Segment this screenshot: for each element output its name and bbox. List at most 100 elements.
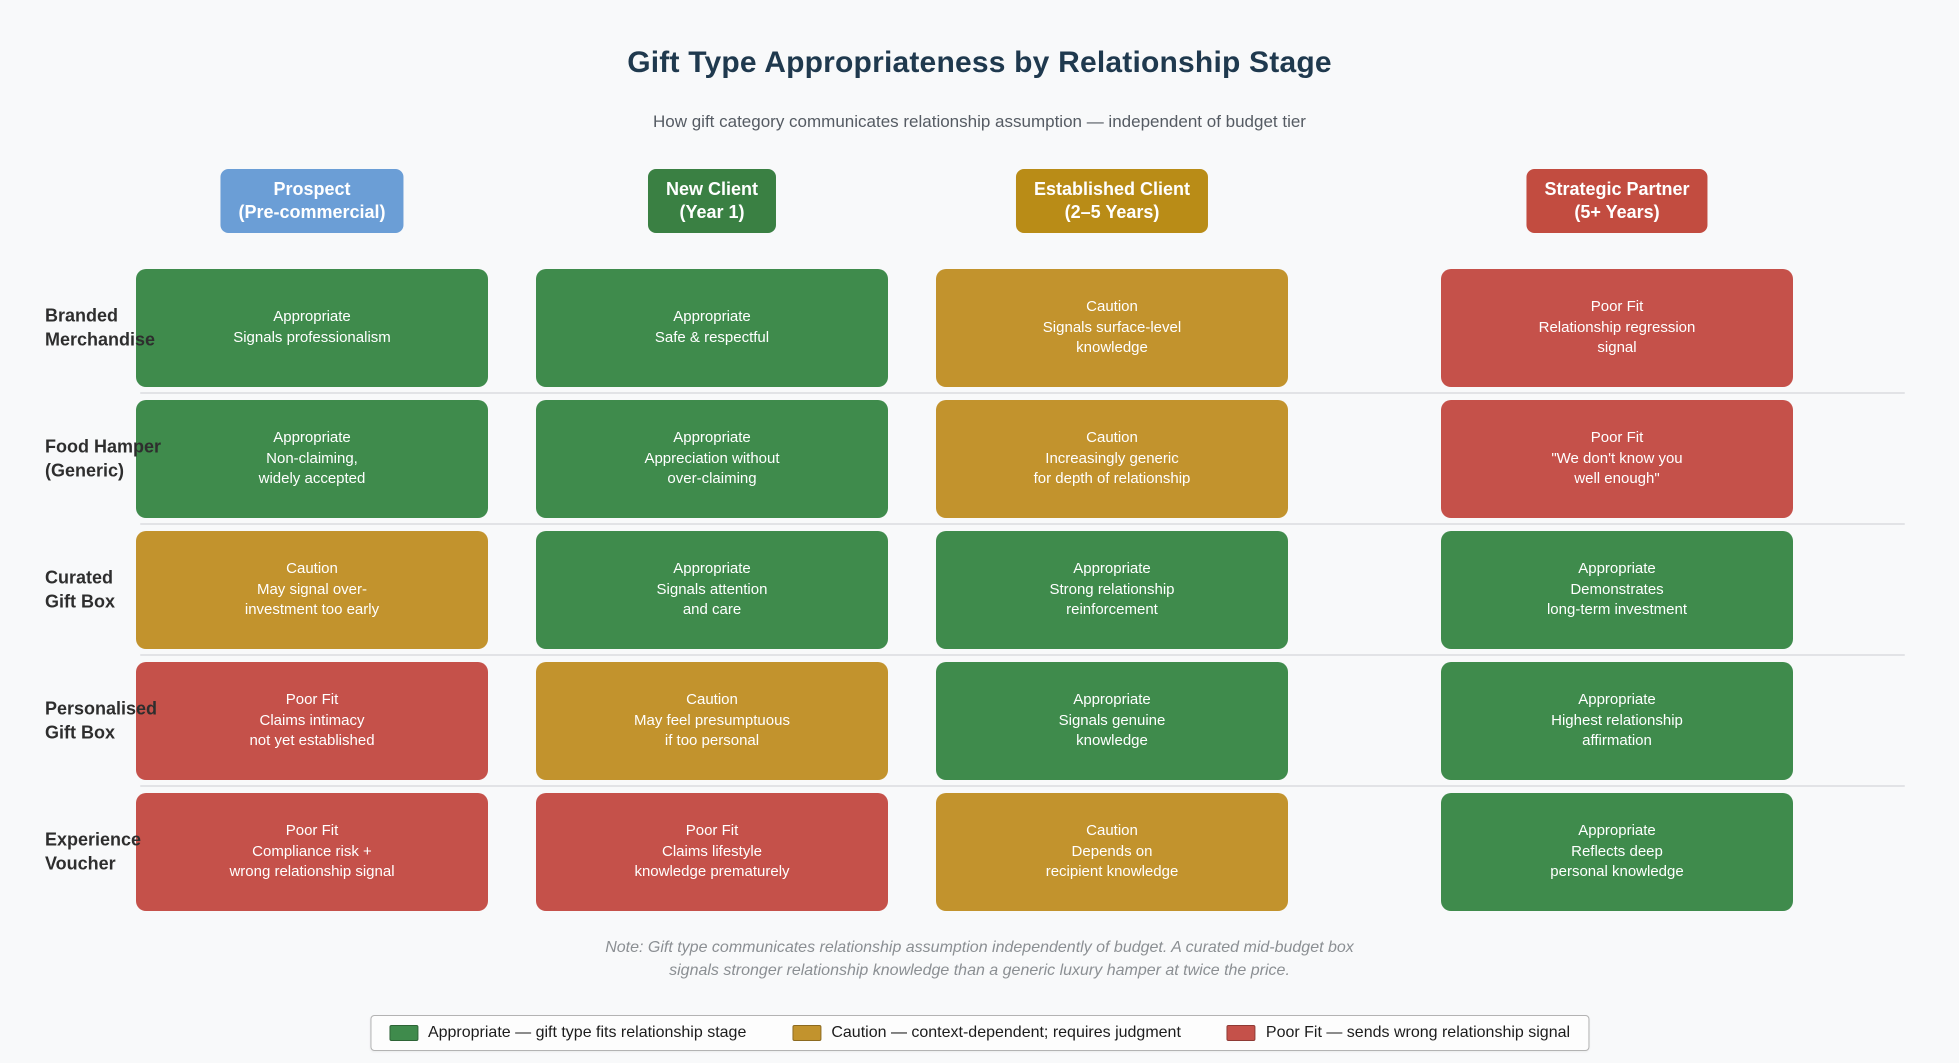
- header-pill-text: New Client: [665, 179, 759, 199]
- cell-text-line: Appropriate: [1073, 559, 1151, 577]
- header-pill-stage-4: Strategic Partner(5+ Years): [1526, 169, 1708, 234]
- footnote: Note: Gift type communicates relationshi…: [0, 936, 1959, 982]
- cell-text-line: signal: [1597, 339, 1637, 357]
- cell-text-line: Poor Fit: [1590, 428, 1644, 446]
- legend: Appropriate — gift type fits relationshi…: [369, 1015, 1590, 1051]
- legend-item: Caution — context-dependent; requires ju…: [792, 1024, 1181, 1042]
- legend-swatch-icon: [388, 1025, 418, 1041]
- row-label-text: Food Hamper: [45, 436, 162, 457]
- cell-text-line: Signals genuine: [1058, 711, 1166, 729]
- header-pill-text: (Pre-commercial): [238, 202, 386, 223]
- cell-text-line: for depth of relationship: [1033, 470, 1191, 488]
- cell-text-line: investment too early: [244, 601, 380, 619]
- cell-text-line: Poor Fit: [1590, 297, 1644, 315]
- cell-text-line: Signals attention: [656, 580, 768, 598]
- cell-text-line: Appropriate: [1073, 690, 1151, 708]
- cell-text-line: Appropriate: [1578, 559, 1656, 577]
- cell-text-line: over-claiming: [667, 470, 757, 488]
- cell-text-line: May feel presumptuous: [634, 711, 790, 729]
- row-separator: [140, 654, 1905, 656]
- header-pill-stage-2: New Client (Year 1): [647, 169, 777, 234]
- cell-text-line: Poor Fit: [285, 690, 339, 708]
- row-label-text: Branded: [45, 305, 119, 326]
- row-label-text: Gift Box: [45, 591, 115, 611]
- cell-text-line: long-term investment: [1546, 601, 1688, 619]
- cell-text-line: Increasingly generic: [1045, 449, 1179, 467]
- chart-title: Gift Type Appropriateness by Relationshi…: [627, 46, 1332, 79]
- header-pill-text: (Year 1): [679, 202, 745, 223]
- legend-swatch-icon: [1226, 1025, 1256, 1041]
- cell-text-line: Caution: [1086, 428, 1138, 446]
- header-pill-stage-3: Established Client(2–5 Years): [1015, 169, 1209, 234]
- header-pill-text: Strategic Partner: [1544, 179, 1690, 199]
- footnote-line-2: signals stronger relationship knowledge …: [669, 962, 1290, 980]
- row-label-text: Experience: [45, 829, 142, 850]
- header-pill-text: Established Client: [1033, 179, 1191, 199]
- cell-text-line: Caution: [286, 559, 338, 577]
- cell-text-line: personal knowledge: [1550, 863, 1684, 881]
- cell-text-line: Appropriate: [1578, 690, 1656, 708]
- cell-text-line: recipient knowledge: [1045, 863, 1179, 881]
- cell-text-line: Caution: [686, 690, 738, 708]
- cell-text-line: Appropriate: [673, 559, 751, 577]
- footnote-line-1: Note: Gift type communicates relationshi…: [605, 939, 1354, 956]
- cell-text-line: Highest relationship: [1551, 711, 1683, 729]
- cell-text-line: not yet established: [249, 732, 375, 750]
- cell-text-line: Depends on: [1071, 842, 1153, 860]
- cell-text-line: reinforcement: [1066, 601, 1158, 619]
- row-label-text: Gift Box: [45, 722, 115, 742]
- cell-text-line: affirmation: [1582, 732, 1652, 750]
- legend-label: Caution — context-dependent; requires ju…: [831, 1024, 1181, 1041]
- cell-text-line: Appropriate: [1578, 821, 1656, 839]
- cell-text-line: Claims intimacy: [259, 711, 365, 729]
- header-pill-text: Prospect: [273, 179, 351, 199]
- cell-text-line: May signal over-: [256, 580, 368, 598]
- cell-text-line: Reflects deep: [1571, 842, 1663, 860]
- header-pill-stage-1: Prospect (Pre-commercial): [220, 169, 404, 234]
- legend-label: Poor Fit — sends wrong relationship sign…: [1265, 1024, 1571, 1041]
- row-separator: [140, 523, 1905, 525]
- cell-text-line: Non-claiming,: [266, 449, 358, 467]
- cell-text-line: and care: [682, 601, 742, 619]
- cell-text-line: knowledge: [1076, 339, 1148, 357]
- cell-text-line: Signals surface-level: [1042, 318, 1182, 336]
- cell-text-line: widely accepted: [258, 470, 366, 488]
- cell-text-line: Appropriate: [273, 308, 351, 326]
- chart-subtitle: How gift category communicates relations…: [653, 112, 1306, 131]
- cell-text-line: knowledge prematurely: [634, 863, 790, 881]
- legend-item: Appropriate — gift type fits relationshi…: [388, 1024, 746, 1042]
- row-separator: [140, 785, 1905, 787]
- cell-text-line: wrong relationship signal: [229, 863, 395, 881]
- row-label-text: (Generic): [45, 460, 125, 480]
- row-label-text: Curated: [45, 567, 114, 588]
- cell-text-line: Relationship regression: [1538, 318, 1696, 336]
- cell-text-line: Caution: [1086, 821, 1138, 839]
- cell-text-line: Strong relationship: [1049, 580, 1175, 598]
- row-label: Food Hamper (Generic): [45, 435, 161, 483]
- legend-item: Poor Fit — sends wrong relationship sign…: [1226, 1024, 1571, 1042]
- row-label-text: Merchandise: [45, 329, 156, 349]
- cell-text-line: Safe & respectful: [654, 329, 770, 346]
- cell-text-line: Caution: [1086, 297, 1138, 315]
- cell-text-line: Compliance risk +: [252, 842, 372, 860]
- cell-text-line: well enough": [1574, 470, 1660, 488]
- cell-text-line: Appropriate: [673, 308, 751, 326]
